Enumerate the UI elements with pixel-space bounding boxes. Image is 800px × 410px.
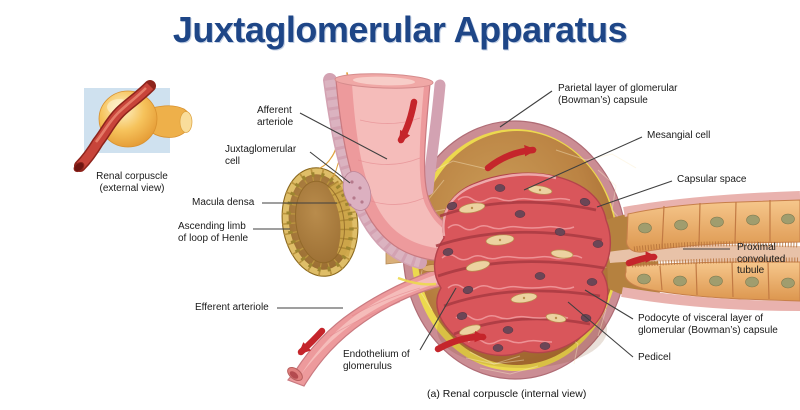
figure-caption: (a) Renal corpuscle (internal view)	[427, 388, 587, 400]
page-title: Juxtaglomerular Apparatus	[172, 9, 628, 50]
leader-parietal-layer	[499, 90, 553, 128]
label-endothelium: Endothelium of glomerulus	[343, 349, 410, 372]
glomerulus	[433, 172, 612, 357]
label-afferent-arteriole: Afferent arteriole	[257, 105, 294, 128]
label-proximal-convoluted-tubule: Proximal convoluted tubule	[737, 242, 786, 276]
flow-arrow-efferent	[297, 327, 326, 356]
label-parietal-layer: Parietal layer of glomerular (Bowman’s) …	[558, 83, 678, 106]
inset-arteriole	[73, 80, 156, 173]
leader-mesangial-cell	[523, 136, 643, 191]
afferent-arteriole	[323, 73, 479, 269]
brush-border	[631, 241, 799, 268]
label-mesangial-cell: Mesangial cell	[647, 130, 711, 141]
leader-afferent-arteriole	[299, 112, 388, 160]
leader-podocyte	[584, 289, 634, 320]
leader-capsular-space	[596, 180, 673, 208]
label-podocyte: Podocyte of visceral layer of glomerular…	[638, 313, 778, 336]
leader-lines	[253, 90, 730, 358]
label-juxtaglomerular-cell: Juxtaglomerular cell	[225, 144, 297, 167]
juxtaglomerular-cells	[342, 171, 372, 211]
loop-of-henle-ring	[281, 167, 359, 277]
tubule-cell-nuclei	[637, 213, 795, 289]
flow-arrow-afferent	[397, 98, 418, 144]
capillary-loop-creases	[435, 200, 605, 336]
label-efferent-arteriole: Efferent arteriole	[195, 302, 269, 313]
leader-endothelium	[419, 287, 457, 351]
inset-renal-corpuscle-external	[73, 80, 193, 173]
inset-caption: Renal corpuscle (external view)	[96, 171, 168, 194]
label-pedicel: Pedicel	[638, 352, 671, 363]
henle-cell-nuclei	[286, 172, 354, 272]
flow-arrow-capsule-top	[484, 144, 537, 172]
flow-arrow-tubule	[625, 251, 658, 267]
leader-juxtaglomerular-cell	[309, 151, 351, 184]
flow-arrow-capsule-bottom	[434, 330, 487, 353]
label-ascending-limb: Ascending limb of loop of Henle	[178, 221, 249, 244]
label-macula-densa: Macula densa	[192, 197, 255, 208]
glomerular-capillaries	[433, 172, 612, 357]
leader-pedicel	[567, 301, 634, 358]
label-capsular-space: Capsular space	[677, 174, 747, 185]
proximal-convoluted-tubule	[606, 191, 800, 311]
tubule-cell-borders	[659, 200, 771, 300]
